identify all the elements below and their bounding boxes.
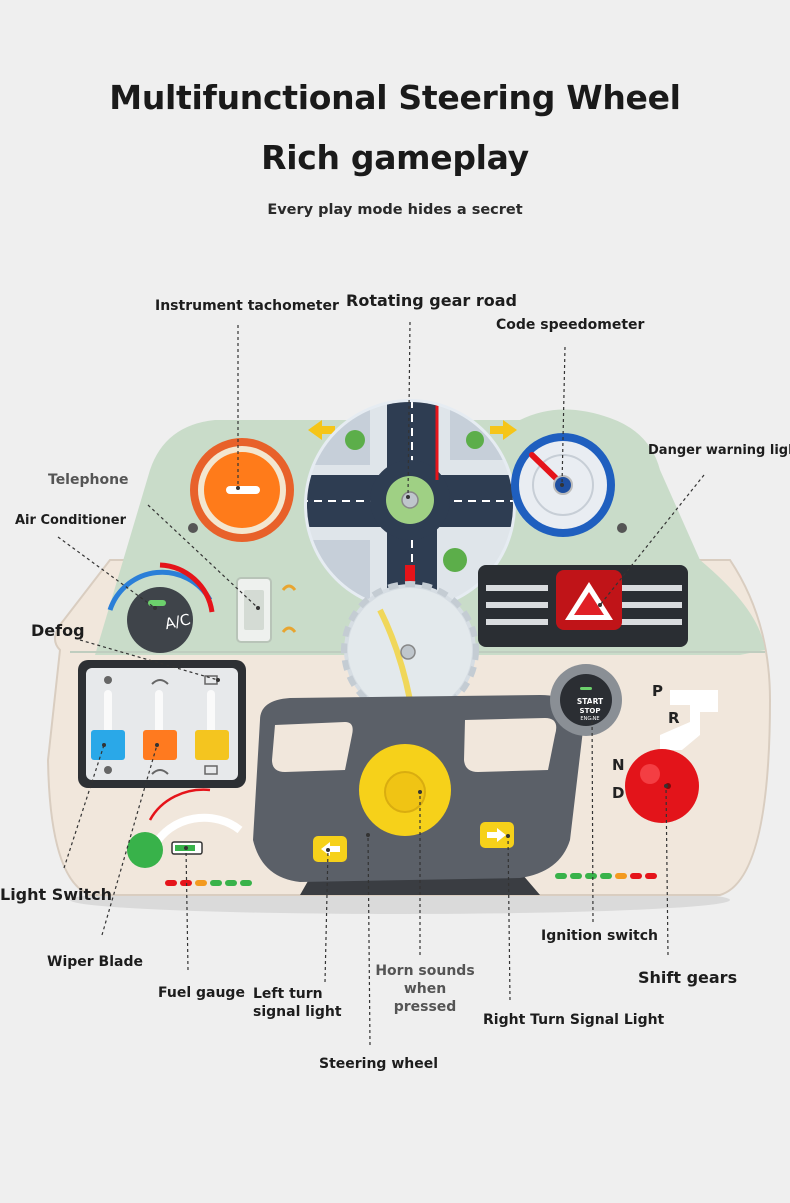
shift-gate [660, 690, 718, 750]
gear-shift-knob[interactable] [625, 749, 699, 823]
tachometer-knob[interactable] [190, 438, 294, 542]
ac-button-text: A/C [163, 610, 192, 633]
label-defog: Defog [31, 621, 85, 640]
label-fuel-gauge: Fuel gauge [158, 985, 245, 1001]
label-telephone: Telephone [48, 472, 129, 488]
label-left-turn-signal-light: Left turn signal light [253, 986, 342, 1020]
headlight-icon [104, 676, 112, 774]
label-code-speedometer: Code speedometer [496, 317, 645, 333]
label-air-conditioner: Air Conditioner [15, 513, 127, 528]
wiper-lever[interactable] [143, 690, 177, 760]
defog-lever[interactable] [195, 690, 229, 760]
ignition-text-stop: STOP [580, 707, 601, 715]
fuel-level-leds [165, 880, 252, 886]
ignition-button[interactable] [550, 664, 622, 736]
telephone-card[interactable] [236, 577, 272, 643]
gear-label-r: R [668, 709, 680, 727]
phone-icon [281, 584, 297, 633]
leader-lines [57, 321, 705, 1046]
light-lever[interactable] [91, 690, 125, 760]
arrow-right-icon [490, 420, 517, 440]
label-danger-warning-light: Danger warning light [648, 443, 790, 458]
hazard-button[interactable] [556, 570, 622, 630]
headline-line-2: Rich gameplay [261, 138, 529, 177]
ignition-text-start: START [577, 697, 604, 706]
label-rotating-gear-road: Rotating gear road [346, 291, 517, 310]
rotating-road-disk[interactable] [300, 399, 520, 611]
label-wiper-blade: Wiper Blade [47, 954, 143, 970]
tagline: Every play mode hides a secret [267, 202, 523, 218]
ignition-text-engine: ENGINE [580, 716, 599, 722]
arrow-left-icon [308, 420, 335, 440]
gear-map-disk[interactable] [341, 581, 479, 719]
headline-line-1: Multifunctional Steering Wheel [109, 78, 681, 117]
wiper-icon [151, 679, 169, 775]
gear-label-d: D [612, 784, 624, 802]
horn-button[interactable] [359, 744, 451, 836]
label-right-turn-signal-light: Right Turn Signal Light [483, 1012, 665, 1028]
label-ignition-switch: Ignition switch [541, 928, 658, 944]
label-horn-sounds-when-pressed: Horn sounds when pressed [375, 963, 475, 1015]
gear-label-n: N [612, 756, 625, 774]
ac-knob[interactable] [107, 562, 215, 653]
right-level-leds [555, 873, 657, 879]
screw-icon [188, 523, 198, 533]
label-instrument-tachometer: Instrument tachometer [155, 298, 339, 314]
screw-icon [617, 523, 627, 533]
label-light-switch: Light Switch [0, 885, 113, 904]
gear-label-p: P [652, 682, 663, 700]
label-shift-gears: Shift gears [638, 968, 738, 987]
label-steering-wheel: Steering wheel [319, 1056, 439, 1072]
right-turn-signal-button[interactable] [480, 822, 514, 848]
left-turn-signal-button[interactable] [313, 836, 347, 862]
